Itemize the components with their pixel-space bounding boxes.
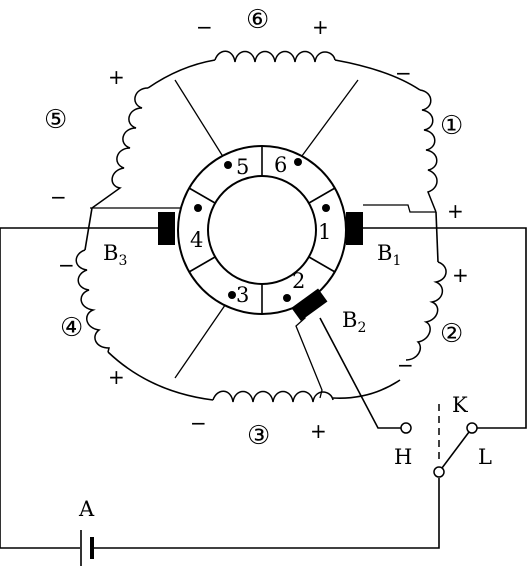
coil-2-sign-b: − bbox=[397, 353, 414, 377]
coil-3-label: ③ bbox=[247, 421, 270, 451]
stator-coils bbox=[75, 50, 447, 403]
coil-5-sign-a: + bbox=[108, 65, 125, 89]
segment-1-label: 1 bbox=[318, 220, 331, 244]
coil-3 bbox=[212, 390, 334, 403]
switch-pivot bbox=[433, 466, 445, 478]
label-h: H bbox=[394, 445, 412, 469]
coil-6 bbox=[214, 50, 336, 63]
label-b3: B3 bbox=[103, 241, 127, 269]
coil-1-sign-a: − bbox=[395, 61, 412, 85]
coil-4-label: ④ bbox=[60, 313, 83, 343]
coil-labels: ① ② ③ ④ ⑤ ⑥ bbox=[44, 5, 463, 451]
external-wiring bbox=[0, 204, 527, 549]
coil-4-sign-b: + bbox=[108, 365, 125, 389]
brush-b1 bbox=[346, 212, 363, 245]
label-a: A bbox=[78, 497, 95, 521]
coil-1-sign-b: + bbox=[447, 199, 464, 223]
coil-2 bbox=[405, 261, 447, 361]
terminal-l bbox=[466, 422, 478, 434]
coil-3-sign-a: − bbox=[190, 411, 207, 435]
commutator-inner bbox=[207, 175, 317, 285]
coil-6-sign-b: + bbox=[312, 15, 329, 39]
coil-6-label: ⑥ bbox=[246, 5, 269, 35]
coil-5-sign-b: − bbox=[50, 185, 67, 209]
terminals bbox=[400, 422, 478, 478]
commutator bbox=[177, 145, 347, 315]
coil-6-sign-a: − bbox=[196, 15, 213, 39]
coil-5 bbox=[91, 87, 149, 209]
label-k: K bbox=[452, 393, 468, 417]
stator-ring bbox=[84, 59, 439, 401]
segment-4-label: 4 bbox=[190, 228, 203, 252]
coil-2-sign-a: + bbox=[452, 263, 469, 287]
segment-3-label: 3 bbox=[236, 283, 249, 307]
polarity-signs: − + + − − + − + + − − + bbox=[50, 15, 469, 443]
coil-4 bbox=[75, 249, 110, 353]
terminal-h bbox=[400, 422, 412, 434]
segment-labels: 1 2 3 4 5 6 bbox=[190, 153, 331, 307]
coil-1 bbox=[419, 89, 438, 213]
segment-6-label: 6 bbox=[274, 153, 287, 177]
coil-5-label: ⑤ bbox=[44, 105, 67, 135]
coil-1-label: ① bbox=[440, 111, 463, 141]
brush-labels: B1 B3 B2 bbox=[103, 241, 401, 336]
segment-2-label: 2 bbox=[292, 269, 305, 293]
label-b2: B2 bbox=[342, 308, 366, 336]
terminal-labels: H L K A bbox=[78, 393, 492, 521]
brushes bbox=[158, 212, 363, 321]
label-b1: B1 bbox=[377, 241, 401, 269]
segment-5-label: 5 bbox=[236, 155, 249, 179]
coil-2-label: ② bbox=[440, 319, 463, 349]
brush-b2 bbox=[291, 288, 328, 321]
brush-b3 bbox=[158, 212, 175, 245]
coil-3-sign-b: + bbox=[310, 419, 327, 443]
label-l: L bbox=[478, 445, 492, 469]
coil-4-sign-a: − bbox=[58, 253, 75, 277]
battery-a bbox=[80, 530, 94, 566]
